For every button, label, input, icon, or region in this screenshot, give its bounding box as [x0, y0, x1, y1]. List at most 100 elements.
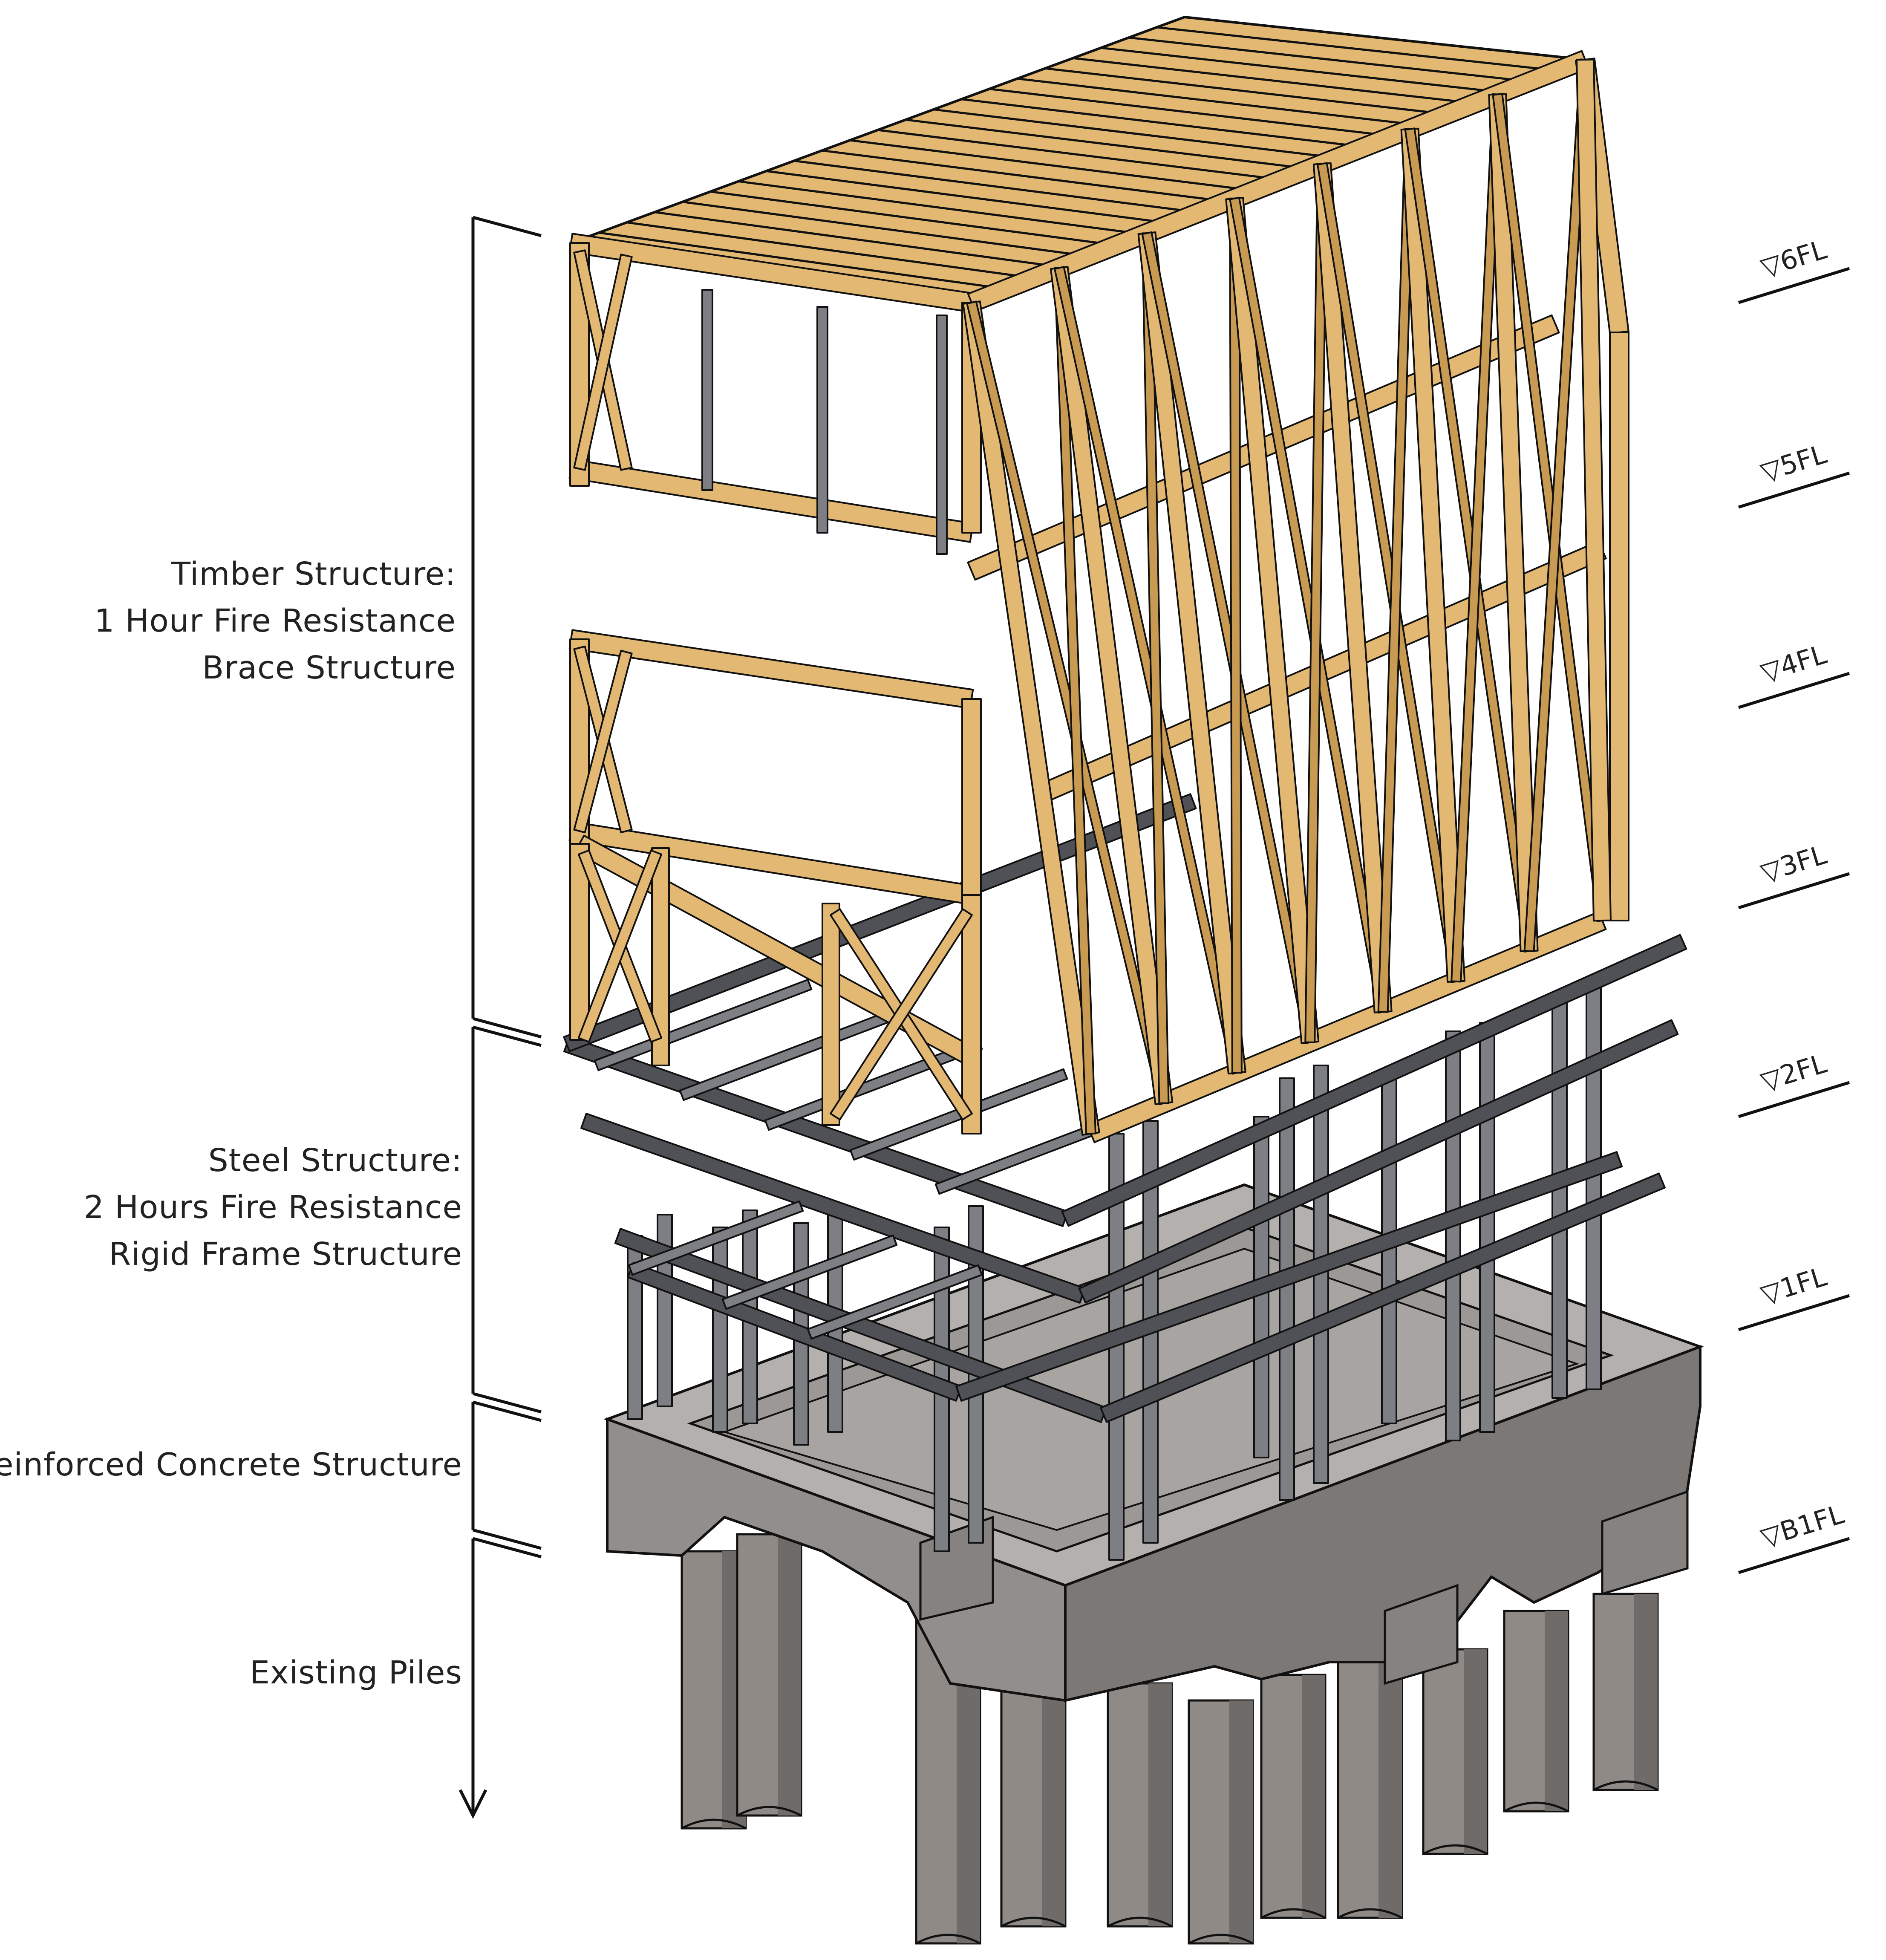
level-label: ▽4FL [1757, 638, 1830, 688]
steel-beam [1078, 1019, 1679, 1304]
steel-beam [1061, 934, 1687, 1227]
concrete-footing [1601, 1490, 1689, 1596]
pile-cut-edge [681, 1819, 747, 1830]
pile-shade [1378, 1662, 1402, 1918]
timber-post [1609, 332, 1629, 921]
dimension-line [459, 216, 542, 1819]
steel-joist [807, 1264, 983, 1340]
piles-label: Existing Piles [250, 1654, 462, 1691]
pile-cut-edge [1337, 1908, 1403, 1919]
timber-post [651, 847, 670, 1066]
steel-beam [955, 1151, 1623, 1402]
steel-joist [721, 1234, 898, 1310]
steel-label-line-1: Steel Structure: [208, 1142, 462, 1179]
timber-brace [577, 849, 663, 1043]
timber-roof-joist [682, 201, 1080, 256]
timber-roof-joist [738, 180, 1136, 234]
concrete-side-face [1064, 1345, 1701, 1702]
pile-cut-edge [915, 1934, 981, 1945]
timber-roof-joist [1073, 57, 1473, 104]
pile-shade [1464, 1649, 1487, 1854]
level-label: ▽5FL [1757, 438, 1830, 488]
steel-joist [594, 979, 813, 1071]
timber-beam [568, 459, 974, 543]
timber-frame [568, 15, 1629, 1143]
level-line [1738, 872, 1850, 909]
timber-roof-joist [961, 98, 1361, 148]
steel-column [1313, 1065, 1329, 1484]
timber-roof-joist [1156, 26, 1557, 72]
level-line [1738, 471, 1850, 509]
pile-shade [1545, 1611, 1568, 1811]
timber-roof-joist [877, 129, 1277, 180]
existing-piles [681, 1533, 1659, 1945]
steel-column [712, 1227, 728, 1433]
steel-frame [563, 793, 1687, 1561]
pile-shade [778, 1534, 801, 1816]
level-line [1738, 267, 1850, 304]
level-label: ▽1FL [1757, 1261, 1830, 1310]
level-label: ▽B1FL [1757, 1498, 1848, 1553]
pile-cut-edge [1260, 1908, 1326, 1919]
level-line [1738, 672, 1850, 709]
steel-label-line-2: 2 Hours Fire Resistance [84, 1189, 462, 1226]
level-line [1738, 1294, 1850, 1331]
section-labels: Timber Structure: 1 Hour Fire Resistance… [0, 556, 462, 1691]
timber-label-line-2: 1 Hour Fire Resistance [94, 603, 456, 639]
timber-roof-joist [850, 139, 1249, 191]
timber-rafter-post [1312, 162, 1393, 1013]
level-markers: ▽6FL ▽5FL ▽4FL ▽3FL ▽2FL ▽1FL ▽B1FL [1738, 234, 1850, 1574]
timber-post [822, 903, 840, 1126]
timber-roof-joist [599, 231, 996, 289]
timber-brace [830, 908, 973, 1121]
level-label: ▽3FL [1757, 839, 1830, 888]
timber-brace [573, 254, 633, 471]
steel-column [1279, 1077, 1295, 1501]
timber-roof-joist [822, 149, 1220, 202]
timber-roof-joist [655, 211, 1052, 267]
timber-post [961, 894, 982, 1134]
steel-post [701, 289, 713, 491]
timber-roof-joist [1128, 36, 1529, 83]
timber-roof-joist [1017, 78, 1417, 126]
timber-brace [573, 649, 633, 834]
steel-beam [563, 793, 1197, 1052]
pile-shade [1229, 1700, 1253, 1943]
timber-beam [568, 629, 974, 709]
timber-label-line-3: Brace Structure [202, 649, 456, 686]
steel-joist [628, 1200, 804, 1276]
pile-cut-edge [736, 1806, 802, 1817]
pile-shade [1148, 1683, 1172, 1926]
pile-cut-edge [1001, 1917, 1066, 1928]
timber-roof-joist [906, 118, 1305, 170]
concrete-footing [1384, 1584, 1459, 1685]
steel-post [816, 306, 828, 534]
timber-roof-joist [766, 170, 1164, 224]
level-label: ▽6FL [1757, 234, 1830, 283]
timber-label-line-1: Timber Structure: [171, 556, 456, 592]
timber-post [961, 698, 982, 896]
steel-beam [1100, 1172, 1666, 1423]
timber-roof-joist [989, 88, 1389, 137]
pile-cut-edge [1422, 1844, 1488, 1855]
level-line [1738, 1081, 1850, 1118]
pile-shade [1302, 1675, 1325, 1918]
timber-beam [967, 50, 1590, 312]
level-label: ▽2FL [1757, 1048, 1830, 1097]
timber-roof-joist [1101, 46, 1501, 93]
timber-roof-joist [626, 221, 1024, 278]
timber-roof-joist [710, 191, 1108, 245]
steel-label-line-3: Rigid Frame Structure [109, 1236, 462, 1273]
steel-column [1445, 1031, 1461, 1441]
steel-post [936, 315, 948, 555]
pile-shade [1634, 1594, 1658, 1790]
steel-column [1551, 992, 1568, 1399]
level-line [1738, 1537, 1850, 1574]
pile-cut-edge [1503, 1801, 1569, 1813]
pile-cut-edge [1188, 1934, 1254, 1945]
concrete-label: Reinforced Concrete Structure [0, 1446, 462, 1483]
steel-column [1479, 1022, 1495, 1433]
steel-column [1586, 984, 1602, 1390]
timber-roof-joist [1045, 67, 1445, 115]
timber-roof-joist [933, 108, 1333, 159]
